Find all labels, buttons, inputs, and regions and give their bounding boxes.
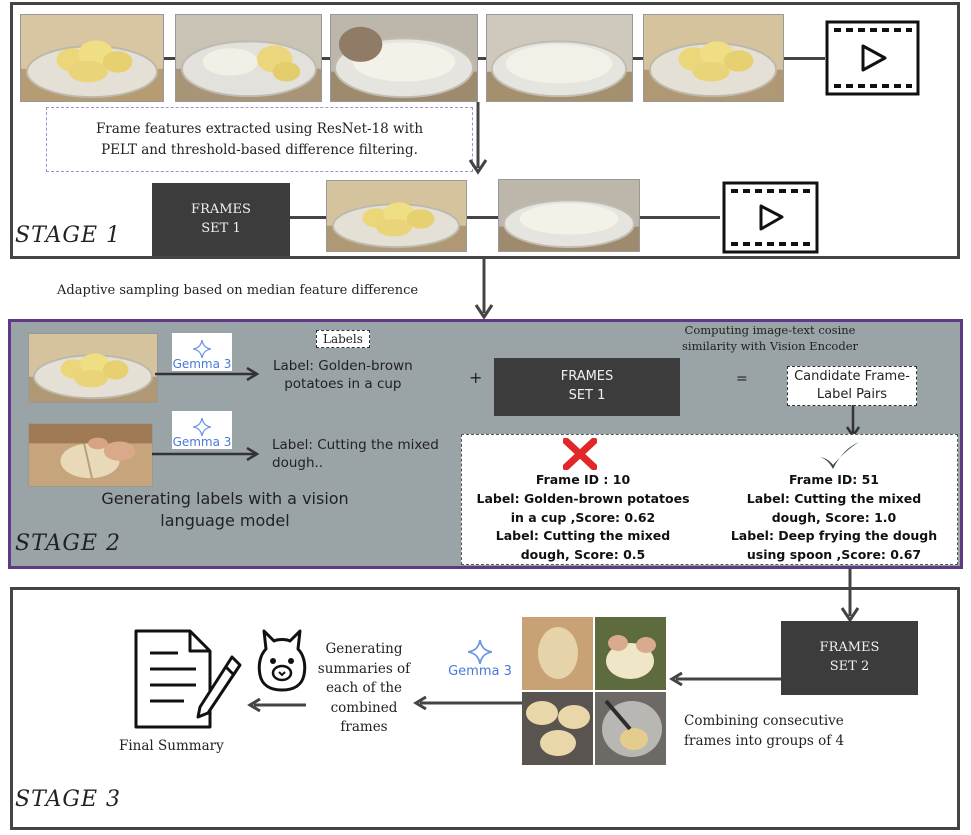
stage1-note-line1: Frame features extracted using ResNet-18… bbox=[95, 120, 424, 137]
gemma-label-b: Gemma 3 bbox=[172, 435, 232, 449]
candidate-pairs-box: Candidate Frame- Label Pairs bbox=[787, 366, 917, 406]
rejected-pair: Frame ID : 10 Label: Golden-brown potato… bbox=[461, 471, 705, 565]
stage1-frames-set-line1: FRAMES bbox=[191, 201, 251, 217]
combine-caption-line1: Combining consecutive bbox=[684, 713, 844, 729]
candidate-line2: Label Pairs bbox=[816, 386, 888, 402]
stage1-selected-frame-shredded bbox=[498, 179, 640, 252]
label-golden-brown: Label: Golden-brown potatoes in a cup bbox=[273, 357, 413, 393]
reject-cross-icon bbox=[562, 437, 598, 471]
gemma-sparkle-icon bbox=[468, 640, 492, 664]
labels-tag: Labels bbox=[316, 330, 370, 348]
stage1-down-arrow bbox=[468, 102, 488, 178]
llama-to-document-arrow bbox=[246, 697, 306, 713]
stage2-arrow-b bbox=[152, 446, 263, 462]
stage3-box bbox=[10, 587, 960, 830]
stage1-video-icon bbox=[825, 20, 920, 96]
stage1-label: STAGE 1 bbox=[15, 223, 122, 248]
stage1-frame-potatoes-1 bbox=[20, 14, 164, 102]
similarity-results-panel bbox=[461, 434, 958, 565]
accepted-line5: using spoon ,Score: 0.67 bbox=[746, 547, 922, 562]
accept-check-icon bbox=[818, 441, 860, 471]
rejected-line2: Label: Golden-brown potatoes bbox=[476, 490, 690, 506]
candidate-line1: Candidate Frame- bbox=[794, 369, 910, 384]
accepted-line4: Label: Deep frying the dough bbox=[730, 528, 938, 544]
combine-caption: Combining consecutive frames into groups… bbox=[684, 711, 844, 752]
summary-document-icon bbox=[128, 627, 246, 731]
label-cutting-dough-line2: dough.. bbox=[272, 455, 324, 472]
gemma-sparkle-icon bbox=[193, 418, 211, 436]
label-cutting-dough-line1: Label: Cutting the mixed bbox=[272, 437, 439, 453]
vlm-caption: Generating labels with a vision language… bbox=[60, 488, 390, 533]
accepted-line2: Label: Cutting the mixed bbox=[746, 490, 922, 506]
stage2-frames-set-line1: FRAMES bbox=[560, 369, 614, 385]
stage1-box bbox=[10, 2, 960, 259]
vlm-caption-line1: Generating labels with a vision bbox=[101, 489, 349, 508]
vlm-caption-line2: language model bbox=[160, 511, 290, 531]
equals-sign: = bbox=[736, 371, 748, 387]
label-golden-brown-line2: potatoes in a cup bbox=[284, 376, 402, 393]
stage1-frame-shredded-3 bbox=[330, 14, 478, 102]
stage3-label: STAGE 3 bbox=[15, 787, 122, 812]
grid-to-summary-arrow bbox=[412, 695, 522, 711]
rejected-line4: Label: Cutting the mixed bbox=[495, 528, 671, 544]
stage1-frames-set-1: FRAMES SET 1 bbox=[152, 183, 290, 256]
stage2-arrow-a bbox=[155, 366, 263, 382]
summary-caption-line1: Generating bbox=[325, 641, 403, 657]
stage1-note-line2: PELT and threshold-based difference filt… bbox=[101, 141, 418, 158]
final-summary-label: Final Summary bbox=[119, 738, 224, 754]
stage1-frame-shredded-4 bbox=[486, 14, 633, 102]
stage2-frame-dough bbox=[28, 423, 153, 487]
summary-caption-line5: frames bbox=[340, 719, 388, 736]
encoder-caption: Computing image-text cosine similarity w… bbox=[640, 322, 900, 354]
stage2-gemma-model-a: Gemma 3 bbox=[172, 333, 232, 371]
summary-caption-line4: combined bbox=[330, 699, 398, 716]
rejected-line3: in a cup ,Score: 0.62 bbox=[510, 509, 656, 525]
label-cutting-dough: Label: Cutting the mixed dough.. bbox=[272, 436, 439, 472]
gemma-sparkle-icon bbox=[193, 340, 211, 358]
encoder-caption-line2: similarity with Vision Encoder bbox=[681, 339, 859, 354]
stage2-frames-set-line2: SET 1 bbox=[568, 388, 606, 403]
stage1-frame-potatoes-cheese-2 bbox=[175, 14, 322, 102]
accepted-line3: dough, Score: 1.0 bbox=[771, 509, 897, 525]
stage3-gemma-model: Gemma 3 bbox=[440, 640, 520, 690]
adaptive-sampling-caption: Adaptive sampling based on median featur… bbox=[57, 283, 419, 298]
summary-caption-line2: summaries of bbox=[317, 660, 411, 677]
stage3-frames-set-line2: SET 2 bbox=[829, 659, 870, 674]
gemma-label-c: Gemma 3 bbox=[448, 664, 512, 679]
stage1-selected-frame-potatoes bbox=[326, 180, 467, 252]
accepted-line1: Frame ID: 51 bbox=[789, 472, 879, 487]
rejected-line5: dough, Score: 0.5 bbox=[520, 547, 646, 562]
stage2-label: STAGE 2 bbox=[15, 531, 122, 556]
stage3-frames-set-line1: FRAMES bbox=[819, 640, 880, 656]
summary-caption-line3: each of the bbox=[325, 680, 403, 697]
stage1-frame-potatoes-5 bbox=[643, 14, 784, 102]
encoder-caption-line1: Computing image-text cosine bbox=[684, 323, 856, 337]
stage1-to-stage2-arrow bbox=[474, 259, 494, 321]
frames-set2-to-grid-arrow bbox=[668, 671, 781, 687]
summary-generation-caption: Generating summaries of each of the comb… bbox=[316, 640, 412, 738]
stage2-frames-set-1: FRAMES SET 1 bbox=[494, 358, 680, 416]
stage1-output-video-icon bbox=[722, 181, 819, 254]
stage2-to-stage3-arrow bbox=[840, 568, 860, 624]
stage1-feature-extraction-note: Frame features extracted using ResNet-18… bbox=[46, 107, 473, 172]
stage1-frames-set-line2: SET 1 bbox=[201, 220, 241, 236]
stage2-gemma-model-b: Gemma 3 bbox=[172, 411, 232, 449]
stage3-frames-set-2: FRAMES SET 2 bbox=[781, 621, 918, 695]
accepted-pair: Frame ID: 51 Label: Cutting the mixed do… bbox=[710, 471, 958, 565]
combine-caption-line2: frames into groups of 4 bbox=[684, 733, 845, 750]
llama-icon bbox=[254, 627, 310, 693]
label-golden-brown-line1: Label: Golden-brown bbox=[273, 358, 413, 374]
stage2-frame-potatoes bbox=[28, 333, 158, 403]
plus-sign: + bbox=[469, 368, 483, 387]
gemma-label-a: Gemma 3 bbox=[172, 357, 232, 371]
rejected-line1: Frame ID : 10 bbox=[535, 472, 631, 487]
combined-frames-grid bbox=[522, 617, 666, 765]
